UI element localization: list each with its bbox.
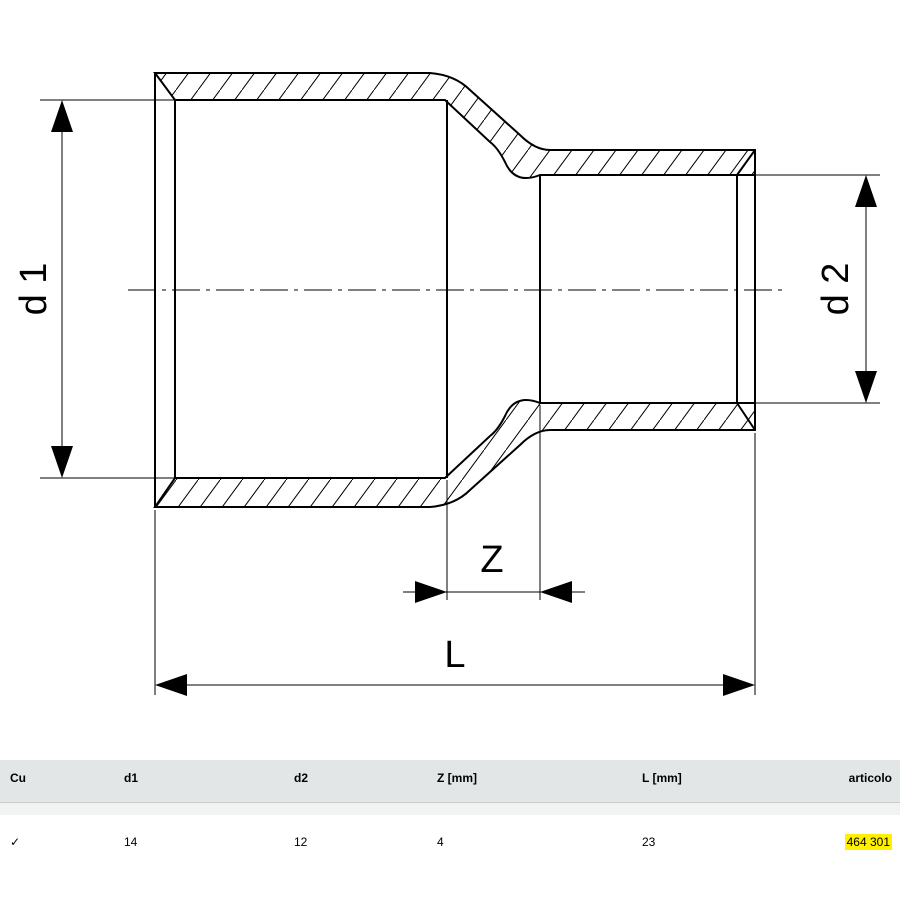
table-row[interactable]: ✓ 14 12 4 23 464 301 [0,815,900,865]
d1-label: d 1 [13,263,55,316]
d1-dimension: d 1 [13,100,73,478]
extension-lines [40,99,880,695]
z-dimension: Z [403,539,585,603]
l-dimension: L [155,634,755,696]
header-d1: d1 [124,771,139,785]
article-number-highlight: 464 301 [844,834,892,850]
cell-d2: 12 [294,835,308,849]
reducer-fitting-drawing: d 1 d 2 Z L [13,72,880,696]
upper-wall-section [153,72,756,179]
table-spacer [0,803,900,815]
z-label: Z [480,539,503,581]
table-header: Cu d1 d2 Z [mm] L [mm] articolo [0,760,900,803]
header-d2: d2 [294,771,309,785]
cell-z: 4 [437,835,444,849]
header-cu: Cu [10,771,26,785]
lower-wall-section [153,399,756,508]
l-label: L [444,634,465,676]
cell-articolo[interactable]: 464 301 [844,834,892,850]
spec-table: Cu d1 d2 Z [mm] L [mm] articolo ✓ 14 12 … [0,760,900,865]
d2-dimension: d 2 [815,175,877,403]
header-z: Z [mm] [437,771,477,785]
d2-label: d 2 [815,263,857,316]
header-articolo: articolo [848,771,892,785]
cell-l: 23 [642,835,656,849]
cell-cu-check: ✓ [10,835,21,849]
cell-d1: 14 [124,835,138,849]
header-l: L [mm] [642,771,682,785]
